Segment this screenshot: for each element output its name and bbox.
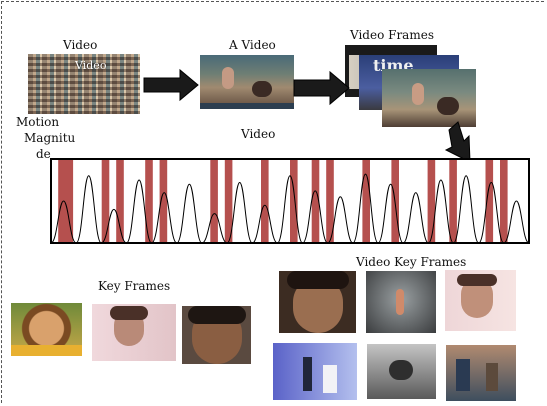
motion-magnitude-label-line2: Magnitu <box>24 131 76 145</box>
video-key-frames-label: Video Key Frames <box>356 255 467 269</box>
key-frame-marker <box>210 160 218 242</box>
motion-curve <box>50 173 530 244</box>
key-frame-marker <box>58 160 66 242</box>
key-frame-marker <box>326 160 334 242</box>
video-key-frame-1 <box>279 271 356 333</box>
video-key-frame-3 <box>445 270 516 331</box>
key-frame-marker <box>101 160 110 242</box>
key-frame-marker <box>449 160 457 242</box>
key-frame-marker <box>362 160 370 242</box>
arrow-right-icon <box>293 70 350 106</box>
key-frame-marker <box>65 160 74 242</box>
key-frame-1 <box>11 303 82 356</box>
video-mosaic-caption: Video <box>75 59 107 72</box>
arrow-right-icon <box>143 68 199 102</box>
video-frame-thumbnail <box>200 55 294 109</box>
key-frame-marker <box>311 160 320 242</box>
key-frame-marker <box>500 160 508 242</box>
key-frames-label: Key Frames <box>98 279 171 293</box>
video-frames-label: Video Frames <box>350 28 434 42</box>
motion-magnitude-label-line3: de <box>36 147 51 161</box>
key-frame-marker <box>261 160 269 242</box>
video-key-frame-6 <box>446 345 516 401</box>
key-frame-marker <box>145 160 153 242</box>
video-axis-label: Video <box>241 127 276 141</box>
video-mosaic-thumbnail: Video <box>28 54 140 114</box>
key-frame-marker <box>159 160 168 242</box>
a-video-label: A Video <box>229 38 276 52</box>
key-frame-marker <box>290 160 298 242</box>
key-frame-marker <box>485 160 494 242</box>
motion-magnitude-label-line1: Motion <box>16 115 60 129</box>
arrow-down-right-icon <box>444 121 471 163</box>
video-key-frame-5 <box>367 344 436 399</box>
key-frame-3 <box>182 306 251 364</box>
key-frame-marker <box>116 160 124 242</box>
video-key-frame-4 <box>273 343 357 400</box>
video-frame-stack-front <box>382 69 476 127</box>
video-key-frame-2 <box>366 271 436 333</box>
key-frame-2 <box>92 304 176 361</box>
key-frame-marker <box>427 160 436 242</box>
video-label: Video <box>63 38 98 52</box>
key-frame-marker <box>224 160 233 242</box>
